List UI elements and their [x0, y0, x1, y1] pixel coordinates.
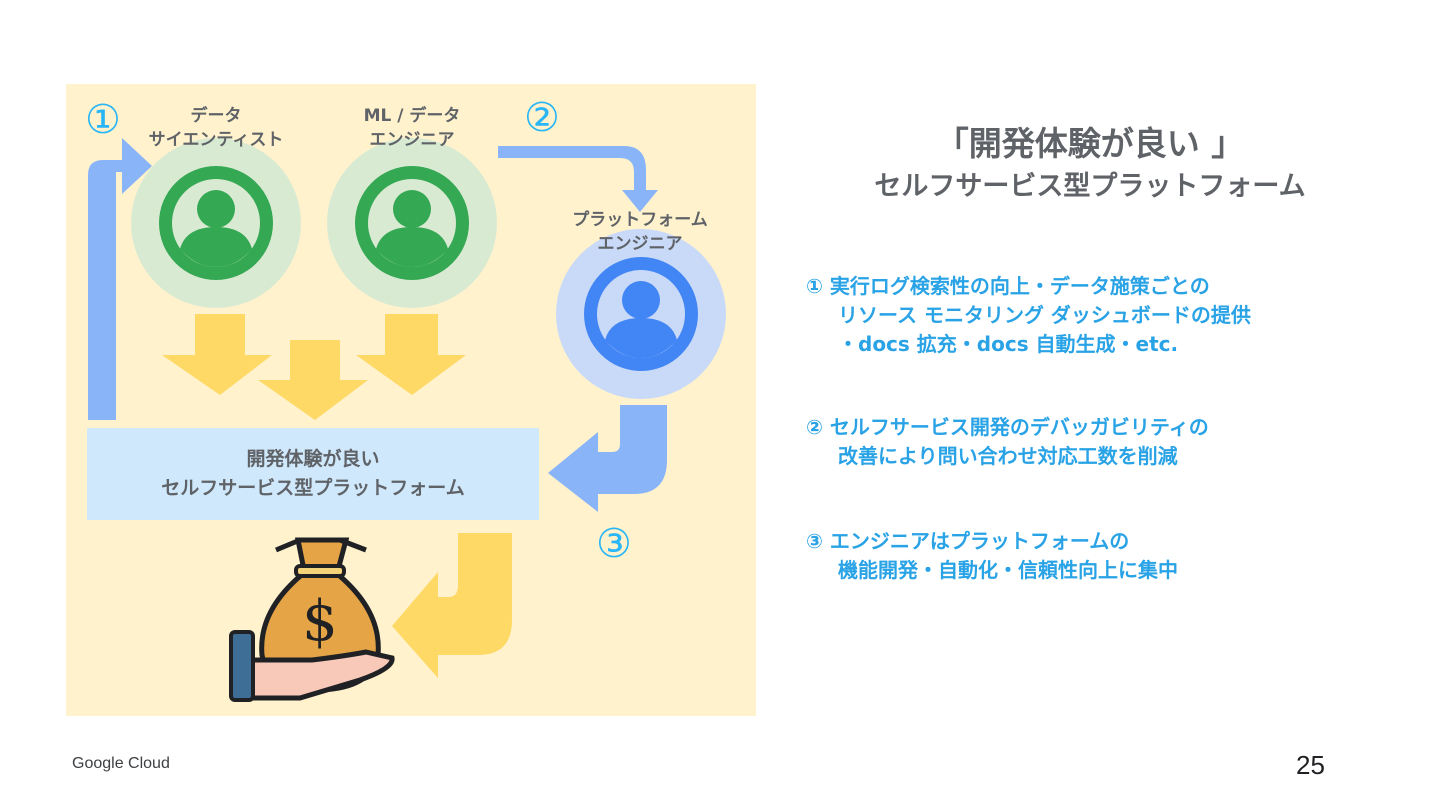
point-2: ② セルフサービス開発のデバッガビリティの 改善により問い合わせ対応工数を削減 — [806, 413, 1209, 471]
role-line: データ — [136, 104, 296, 128]
money-arrow — [392, 533, 512, 678]
title-line-1: 「開発体験が良い 」 — [790, 120, 1390, 168]
role-line: ML / データ — [332, 104, 492, 128]
marker-three: ③ — [596, 524, 632, 564]
marker-two: ② — [524, 98, 560, 138]
down-arrow-middle — [258, 340, 368, 420]
platform-box-line: セルフサービス型プラットフォーム — [161, 474, 464, 503]
role-label-ml-engineer: ML / データ エンジニア — [332, 104, 492, 152]
point-line: 改善により問い合わせ対応工数を削減 — [806, 442, 1209, 471]
slide-title: 「開発体験が良い 」 セルフサービス型プラットフォーム — [790, 120, 1390, 206]
down-arrow-left — [162, 314, 272, 395]
role-line: エンジニア — [332, 128, 492, 152]
footer-brand: Google Cloud — [72, 755, 170, 773]
page-number: 25 — [1296, 750, 1325, 781]
down-arrow-right — [356, 314, 466, 395]
marker-one: ① — [85, 100, 121, 140]
platform-box-line: 開発体験が良い — [246, 445, 379, 474]
arrow-3 — [548, 405, 667, 512]
svg-text:$: $ — [302, 589, 338, 654]
user-icon — [355, 166, 469, 280]
user-icon — [159, 166, 273, 280]
point-3: ③ エンジニアはプラットフォームの 機能開発・自動化・信頼性向上に集中 — [806, 527, 1178, 585]
user-icon — [584, 257, 698, 371]
point-line: ① 実行ログ検索性の向上・データ施策ごとの — [806, 272, 1251, 301]
money-bag-icon: $ — [231, 540, 392, 700]
arrow-2 — [498, 146, 658, 212]
point-line: リソース モニタリング ダッシュボードの提供 — [806, 301, 1251, 330]
feedback-arrow-1 — [88, 138, 152, 420]
platform-box: 開発体験が良い セルフサービス型プラットフォーム — [87, 428, 539, 520]
role-label-data-scientist: データ サイエンティスト — [136, 104, 296, 152]
role-line: エンジニア — [560, 232, 720, 256]
point-line: ③ エンジニアはプラットフォームの — [806, 527, 1178, 556]
role-label-platform-engineer: プラットフォーム エンジニア — [560, 208, 720, 256]
role-line: プラットフォーム — [560, 208, 720, 232]
point-1: ① 実行ログ検索性の向上・データ施策ごとの リソース モニタリング ダッシュボー… — [806, 272, 1251, 359]
role-line: サイエンティスト — [136, 128, 296, 152]
title-line-2: セルフサービス型プラットフォーム — [790, 168, 1390, 206]
point-line: ・docs 拡充・docs 自動生成・etc. — [806, 330, 1251, 359]
point-line: 機能開発・自動化・信頼性向上に集中 — [806, 556, 1178, 585]
point-line: ② セルフサービス開発のデバッガビリティの — [806, 413, 1209, 442]
